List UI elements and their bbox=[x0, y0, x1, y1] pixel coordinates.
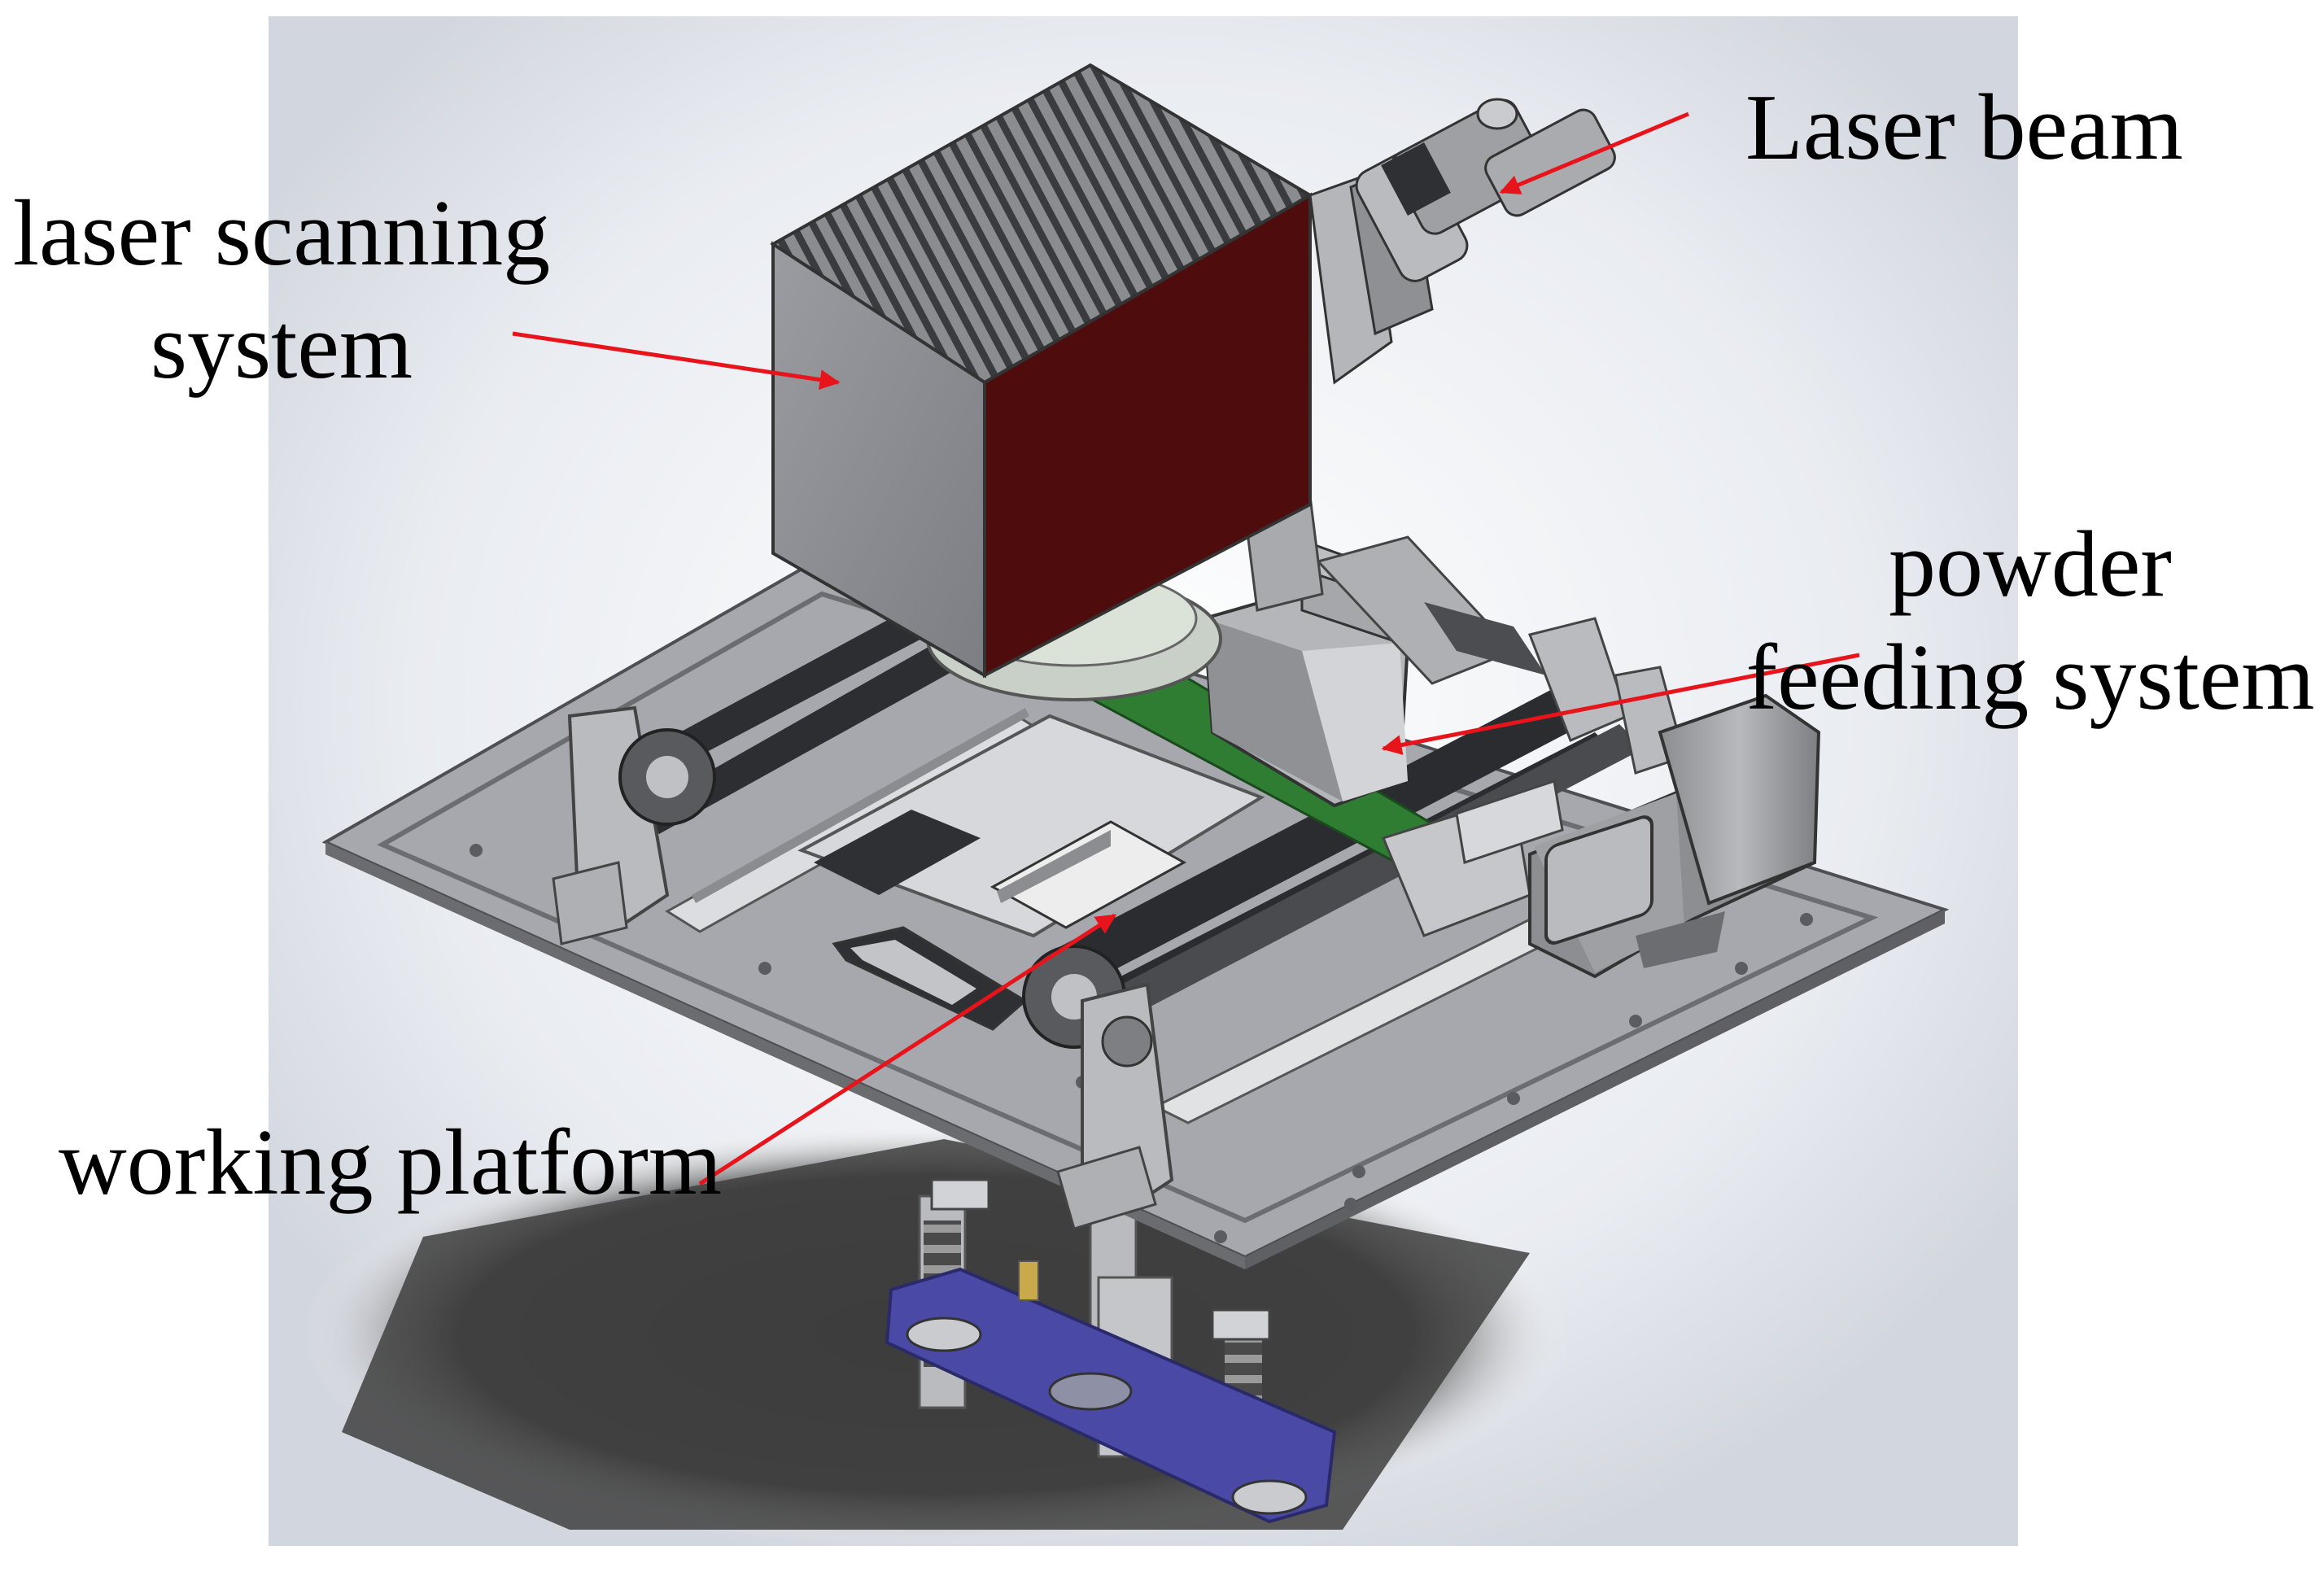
label-powder-line2: feeding system bbox=[1745, 626, 2315, 731]
arrow-laser-scanning bbox=[512, 331, 841, 391]
lift-mechanism bbox=[885, 1178, 1337, 1524]
laser-beam-tube bbox=[1308, 98, 1616, 385]
pointer-arrows bbox=[512, 111, 1860, 1186]
label-laser-scanning-system: laser scanning system bbox=[5, 177, 558, 404]
arrow-powder-feeding bbox=[1381, 653, 1860, 755]
label-powder-feeding-system: powder feeding system bbox=[1737, 509, 2323, 735]
label-working-platform: working platform bbox=[59, 1111, 723, 1215]
label-laser-scanning-line2: system bbox=[150, 295, 413, 400]
label-laser-scanning-line1: laser scanning bbox=[12, 181, 551, 286]
label-laser-beam: Laser beam bbox=[1745, 76, 2183, 180]
green-rail bbox=[1067, 657, 1564, 937]
arrow-laser-beam bbox=[1499, 111, 1689, 194]
scan-head-red-face bbox=[983, 192, 1312, 679]
laser-scanning-head bbox=[770, 63, 1324, 701]
label-powder-line1: powder bbox=[1889, 513, 2172, 617]
working-well bbox=[797, 714, 1265, 1031]
arrow-working-platform bbox=[698, 913, 1117, 1186]
stepper-motor bbox=[1528, 693, 1821, 979]
